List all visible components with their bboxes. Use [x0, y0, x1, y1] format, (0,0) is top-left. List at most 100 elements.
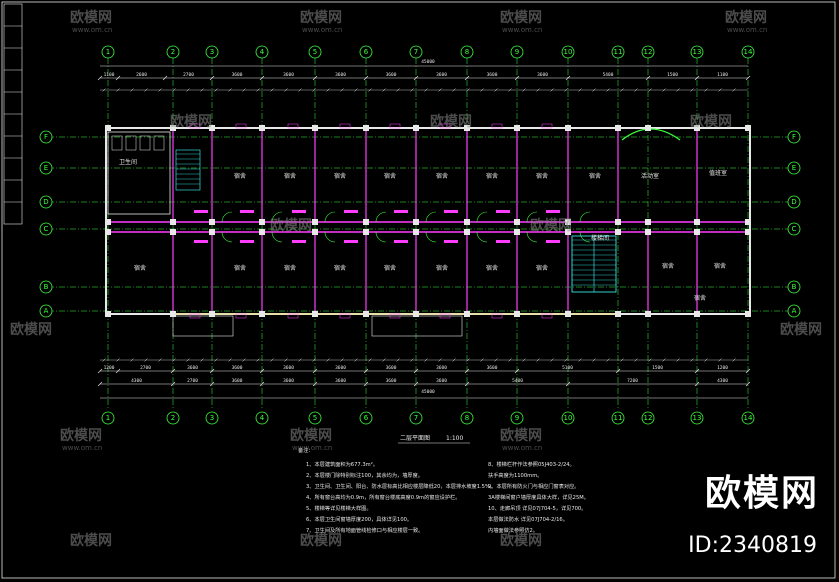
top-dim-label: 1100 [104, 72, 115, 78]
bottom-detail-tick [704, 358, 708, 362]
top-detail-tick [312, 88, 316, 92]
bottom-dim-tick [170, 368, 176, 374]
column [209, 219, 215, 225]
bottom-detail-tick [116, 358, 120, 362]
staircase [175, 149, 617, 293]
watermark-url: www.om.cn [502, 444, 542, 452]
column [464, 125, 470, 131]
note-line-left: 4、所有窗台高均为0.9m，所有窗台楼底高度0.9m的窗应设护栏。 [306, 493, 460, 501]
window-tag-south [235, 313, 247, 319]
watermark-text: 欧模网 [725, 9, 767, 26]
column [413, 219, 419, 225]
note-line-left: 2、本层楼门除特别标注100，其余均为，墙厚度。 [306, 471, 423, 479]
door-window-tags [189, 123, 560, 319]
watermark-text: 欧模网 [500, 532, 542, 549]
bottom-axis-bubble-label: 8 [465, 414, 469, 422]
bottom-detail-tick [172, 358, 176, 362]
bottom2-dim-label: 3600 [335, 378, 346, 384]
top-detail-tick [242, 88, 246, 92]
door-swing-north [476, 211, 488, 223]
watermark-text: 欧模网 [60, 427, 102, 444]
top-dim-tick [694, 75, 700, 81]
column [312, 125, 318, 131]
left-axis-bubble-circle [39, 161, 53, 175]
top-axis-bubble-label: 1 [106, 48, 110, 56]
bottom-axis-bubble-label: 14 [744, 414, 753, 422]
top-axis-bubble-label: 7 [414, 48, 418, 56]
left-axis-bubble-circle [39, 222, 53, 236]
top-detail-tick [718, 88, 722, 92]
column [615, 311, 621, 317]
right-axis-bubble-label: D [791, 198, 796, 206]
bottom-detail-tick [354, 358, 358, 362]
bottom-detail-tick [186, 358, 190, 362]
note-line-left: 6、本层卫生间窗墙厚度200，具体详见100。 [306, 515, 412, 523]
window-tag-south [541, 313, 553, 319]
column [209, 229, 215, 235]
door-swing-north [579, 211, 591, 223]
bottom-detail-tick [410, 358, 414, 362]
top-dim-label: 2700 [183, 72, 194, 78]
bottom-detail-tick [144, 358, 148, 362]
column [363, 219, 369, 225]
column [514, 229, 520, 235]
top-detail-tick [340, 88, 344, 92]
bottom-dim-tick [745, 368, 751, 374]
drawing-title: 二层平面图 [400, 435, 430, 442]
bottom-dim-tick [615, 368, 621, 374]
top-dim-label: 3600 [436, 72, 447, 78]
note-line-left: 7、卫生间及所有地面管线检修口与相应楼层一致。 [306, 526, 423, 534]
bottom-detail-tick [676, 358, 680, 362]
bottom2-dim-tick [745, 381, 751, 387]
bottom-dim-label: 3600 [335, 365, 346, 371]
column [363, 229, 369, 235]
bottom-detail-tick [732, 358, 736, 362]
room-label: 宿舍 [486, 264, 498, 272]
note-line-left: 3、卫生间、卫生间、阳台、防水层标高比相应楼层降低20，本层排水坡度1.5%。 [306, 482, 495, 490]
door-swing-south [579, 231, 591, 243]
top-detail-tick [732, 88, 736, 92]
top-axis-bubble-label: 13 [693, 48, 702, 56]
right-axis-bubble-circle [787, 280, 801, 294]
column [694, 125, 700, 131]
notes-right-column: 8、楼梯栏杆作法参照05J403-2/24。 扶手高度为1100mm。9、本层所… [488, 460, 589, 534]
bottom2-dim-tick [694, 381, 700, 387]
top-axis-bubble-label: 10 [564, 48, 573, 56]
bottom-detail-tick [130, 358, 134, 362]
column [645, 219, 651, 225]
top-detail-tick [452, 88, 456, 92]
top-detail-tick [648, 88, 652, 92]
bottom-detail-tick [606, 358, 610, 362]
room-label: 宿舍 [384, 172, 396, 180]
watermark-text: 欧模网 [300, 9, 342, 26]
column [745, 311, 751, 317]
top-detail-tick [466, 88, 470, 92]
column [645, 125, 651, 131]
bottom-axis-bubble-label: 3 [210, 414, 214, 422]
watermark-url: www.om.cn [302, 26, 342, 34]
bottom-dim-tick [97, 368, 103, 374]
watermark-text: 欧模网 [170, 113, 212, 130]
top-dim-tick [115, 75, 121, 81]
top-detail-tick [396, 88, 400, 92]
top-detail-tick [592, 88, 596, 92]
top-detail-tick [102, 88, 106, 92]
room-label: 宿舍 [589, 172, 601, 180]
bottom-axis-bubble-circle [308, 411, 322, 425]
door-tag-north [444, 210, 458, 213]
watermark-text: 欧模网 [500, 9, 542, 26]
right-axis-bubble-label: A [792, 307, 797, 315]
column [312, 219, 318, 225]
door-tag-north [344, 210, 358, 213]
bottom-detail-tick [592, 358, 596, 362]
column [170, 311, 176, 317]
bottom-detail-tick [102, 358, 106, 362]
bottom-axis-bubble-circle [690, 411, 704, 425]
door-tag-south [194, 240, 208, 243]
room-label: 宿舍 [134, 264, 146, 272]
